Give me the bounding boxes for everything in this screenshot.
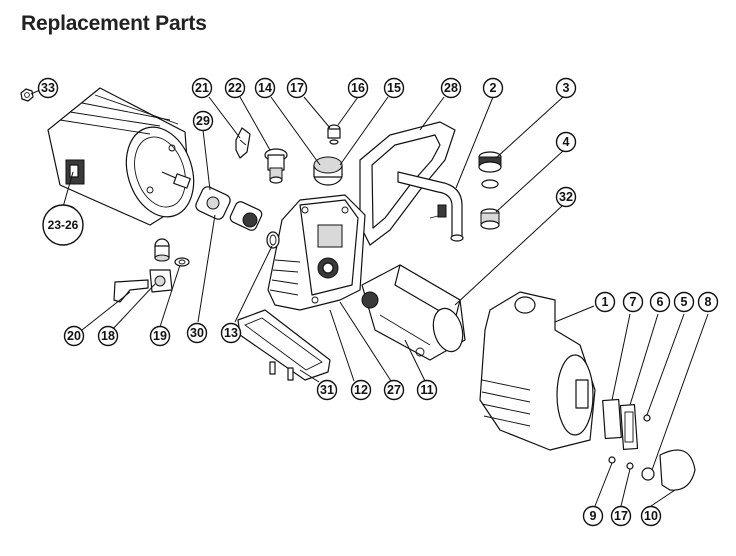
callout-17-bottom: 17 [610, 505, 632, 527]
part-21-clip [235, 127, 251, 159]
callout-7: 7 [622, 291, 644, 313]
callout-18: 18 [97, 325, 119, 347]
callout-19: 19 [149, 325, 171, 347]
callout-label: 19 [153, 329, 167, 343]
callout-label: 10 [644, 509, 658, 523]
part-31-bracket [237, 309, 331, 381]
callout-label: 4 [563, 135, 570, 149]
callout-label: 9 [590, 509, 597, 523]
part-2-tube [397, 171, 464, 242]
callout-4: 4 [555, 131, 577, 153]
callout-30: 30 [186, 322, 208, 344]
callout-6: 6 [649, 291, 671, 313]
callout-28: 28 [440, 77, 462, 99]
part-motor [47, 87, 195, 226]
part-15-cap [313, 156, 343, 186]
callout-9: 9 [582, 505, 604, 527]
callout-label: 23-26 [48, 218, 79, 232]
callout-14: 14 [254, 77, 276, 99]
leader-lines [30, 89, 709, 507]
callout-label: 1 [602, 295, 609, 309]
part-11-housing [361, 264, 466, 361]
callout-label: 33 [41, 81, 55, 95]
callout-8: 8 [697, 291, 719, 313]
callout-label: 21 [195, 81, 209, 95]
part-7-plate [602, 398, 622, 440]
callout-label: 7 [630, 295, 637, 309]
callout-label: 30 [190, 326, 204, 340]
callout-label: 27 [387, 383, 401, 397]
callout-10: 10 [640, 505, 662, 527]
callout-label: 15 [387, 81, 401, 95]
page-title: Replacement Parts [21, 12, 207, 35]
callout-label: 16 [351, 81, 365, 95]
callout-20: 20 [63, 325, 85, 347]
callout-label: 17 [614, 509, 628, 523]
callout-label: 22 [228, 81, 242, 95]
part-13-oring [266, 231, 280, 249]
part-12-pump-head [267, 194, 366, 311]
callout-17-top: 17 [286, 77, 308, 99]
callout-11: 11 [416, 379, 438, 401]
callout-2: 2 [482, 77, 504, 99]
callout-13: 13 [220, 322, 242, 344]
part-5-screw [643, 414, 651, 422]
callout-1: 1 [594, 291, 616, 313]
callout-label: 13 [224, 326, 238, 340]
part-10-cover [659, 449, 696, 491]
callout-label: 17 [290, 81, 304, 95]
callout-label: 3 [563, 81, 570, 95]
callout-label: 14 [258, 81, 272, 95]
part-3-valve [478, 151, 502, 189]
callout-label: 32 [559, 190, 573, 204]
callout-label: 8 [705, 295, 712, 309]
callout-label: 28 [444, 81, 458, 95]
part-8-knob [641, 467, 655, 481]
part-4-fitting [480, 208, 500, 230]
callout-29: 29 [192, 110, 214, 132]
callout-15: 15 [383, 77, 405, 99]
callout-32: 32 [555, 186, 577, 208]
callout-label: 18 [101, 329, 115, 343]
part-9-washer [608, 456, 616, 464]
callout-5: 5 [673, 291, 695, 313]
callout-label: 31 [320, 383, 334, 397]
part-18-20-fittings [113, 238, 190, 303]
callout-label: 20 [67, 329, 81, 343]
part-1-housing [479, 291, 596, 451]
part-22-fitting [264, 148, 288, 184]
part-17-oring [626, 462, 634, 470]
part-16-plug [327, 124, 341, 145]
callout-label: 5 [681, 295, 688, 309]
callout-27: 27 [383, 379, 405, 401]
callout-label: 12 [354, 383, 368, 397]
callout-label: 11 [420, 383, 433, 397]
callout-31: 31 [316, 379, 338, 401]
callout-label: 2 [490, 81, 497, 95]
callout-33: 33 [37, 77, 59, 99]
part-6-plate [619, 403, 639, 451]
callout-16: 16 [347, 77, 369, 99]
callout-12: 12 [350, 379, 372, 401]
callout-22: 22 [224, 77, 246, 99]
part-29-coupler [195, 186, 263, 231]
callout-label: 6 [657, 295, 664, 309]
callout-23-26: 23-26 [42, 204, 84, 246]
callout-label: 29 [196, 114, 210, 128]
callout-21: 21 [191, 77, 213, 99]
callout-3: 3 [555, 77, 577, 99]
part-33-nut [20, 88, 34, 102]
